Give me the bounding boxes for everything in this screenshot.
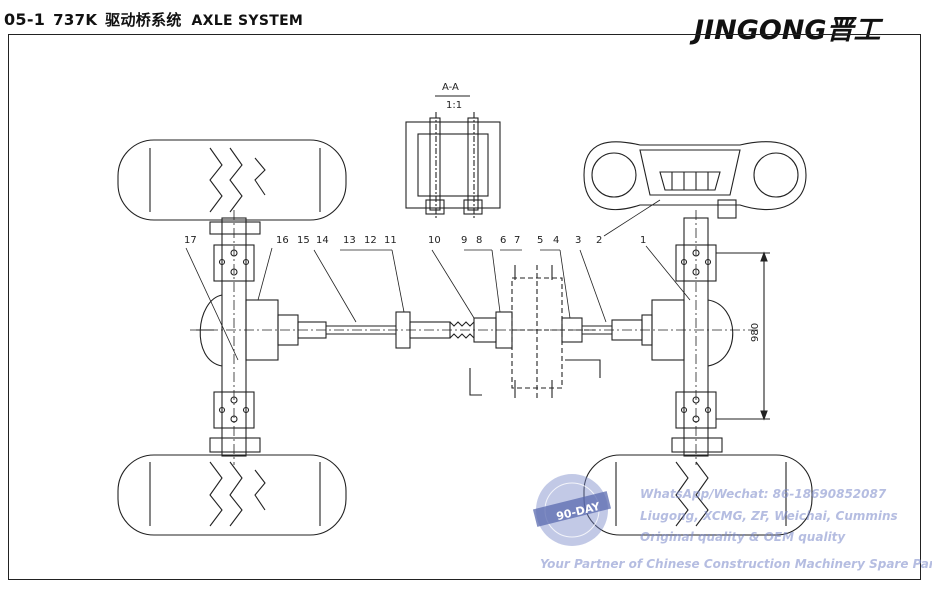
callout-7: 7 [514, 235, 520, 246]
title-en: AXLE SYSTEM [191, 13, 304, 29]
warranty-seal [532, 474, 612, 546]
callout-13: 13 [343, 235, 356, 246]
title-model: 737K [53, 11, 98, 29]
callout-4: 4 [553, 235, 559, 246]
callout-3: 3 [575, 235, 581, 246]
title-cn: 驱动桥系统 [105, 11, 182, 29]
title-code: 05-1 [4, 10, 46, 29]
callout-6: 6 [500, 235, 506, 246]
section-label: A-A [442, 82, 459, 93]
left-rear-wheel [117, 454, 347, 536]
callout-numbers: 1 2 3 4 5 6 7 8 9 10 11 12 13 14 15 16 1… [184, 235, 646, 246]
callout-8: 8 [476, 235, 482, 246]
left-front-wheel [117, 139, 347, 221]
callout-17: 17 [184, 235, 197, 246]
leader-lines [185, 199, 691, 361]
callout-1: 1 [640, 235, 646, 246]
watermark-quality: Original quality & OEM quality [640, 530, 846, 544]
callout-9: 9 [461, 235, 467, 246]
right-rear-wheel [583, 454, 813, 536]
section-aa-view [405, 95, 501, 220]
callout-2: 2 [596, 235, 602, 246]
callout-15: 15 [297, 235, 310, 246]
callout-12: 12 [364, 235, 377, 246]
callout-11: 11 [384, 235, 397, 246]
watermark-tagline: Your Partner of Chinese Construction Mac… [540, 557, 932, 571]
callout-5: 5 [537, 235, 543, 246]
right-axle-housing [641, 217, 734, 457]
watermark-brands: Liugong, XCMG, ZF, Weichai, Cummins [640, 509, 898, 523]
dimension-label: 980 [750, 323, 761, 342]
watermark-contact: WhatsApp/Wechat: 86-18690852087 [640, 487, 887, 501]
dimension-980 [716, 251, 770, 421]
brand-logo: JINGONG晋工 [694, 15, 881, 46]
callout-14: 14 [316, 235, 329, 246]
centerlines [190, 210, 760, 465]
drawing-frame [8, 34, 921, 580]
center-bracket [469, 265, 601, 398]
page-title: 05-1 737K 驱动桥系统 AXLE SYSTEM [4, 9, 303, 30]
left-axle-housing [196, 217, 299, 457]
section-scale: 1:1 [446, 100, 462, 111]
callout-10: 10 [428, 235, 441, 246]
right-front-wheel-section [583, 141, 807, 219]
callout-16: 16 [276, 235, 289, 246]
